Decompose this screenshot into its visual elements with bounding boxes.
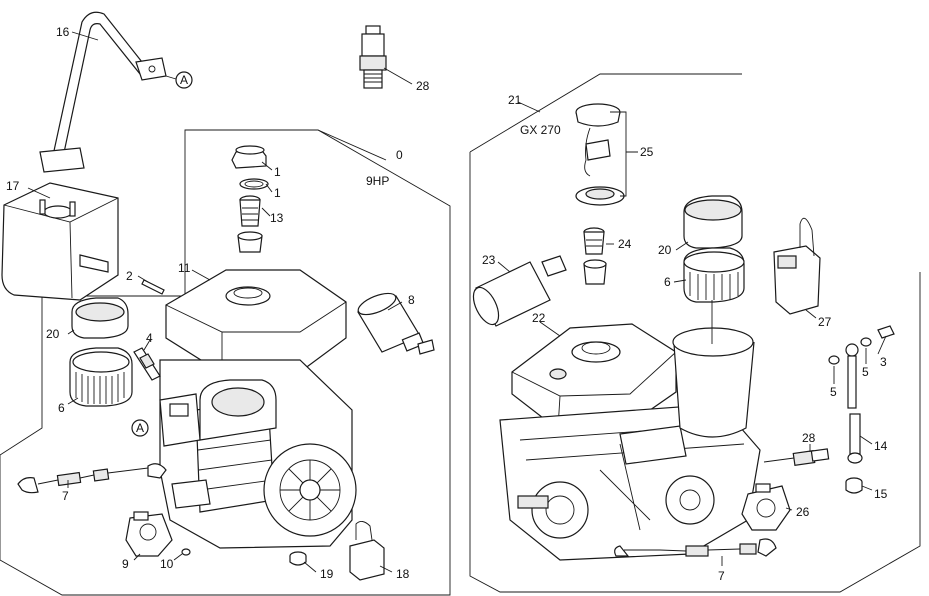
callout-7-left: 7 (62, 489, 69, 503)
callout-20-left: 20 (46, 327, 60, 341)
callouts-right: 21 GX 270 25 23 24 20 6 22 27 3 5 5 28 1… (482, 93, 888, 583)
callout-3: 3 (880, 355, 887, 369)
left-panel-frame (0, 129, 451, 596)
svg-text:A: A (136, 421, 144, 435)
callout-1-b: 1 (274, 186, 281, 200)
callout-24: 24 (618, 237, 632, 251)
callout-28-right: 28 (802, 431, 816, 445)
engine-9hp-part (159, 269, 357, 549)
callout-19: 19 (320, 567, 334, 581)
callout-15: 15 (874, 487, 888, 501)
callout-8: 8 (408, 293, 415, 307)
paper-filter-part-right (683, 247, 745, 303)
hardware-parts-right (828, 325, 895, 494)
callout-6-left: 6 (58, 401, 65, 415)
callout-1-a: 1 (274, 165, 281, 179)
fuel-filter-part-23 (472, 255, 567, 327)
spark-plug-part-right (763, 448, 830, 467)
paper-filter-part-left (69, 347, 133, 407)
panel-right-model: GX 270 (520, 123, 561, 137)
callout-22: 22 (532, 311, 546, 325)
fuel-cap-part-right (575, 103, 625, 206)
callout-16: 16 (56, 25, 70, 39)
callout-14: 14 (874, 439, 888, 453)
foam-filter-part-left (71, 297, 129, 339)
fuel-strainer-part (237, 195, 263, 253)
ref-marker-a-engine: A (131, 419, 149, 437)
foam-filter-part-right (683, 195, 743, 249)
o-ring-part (181, 548, 191, 556)
callout-20-right: 20 (658, 243, 672, 257)
callout-28-left: 28 (416, 79, 430, 93)
svg-text:A: A (180, 73, 188, 87)
callout-13: 13 (270, 211, 284, 225)
callout-5-a: 5 (862, 365, 869, 379)
spark-plug-part-left (133, 347, 161, 381)
callout-11: 11 (178, 261, 191, 275)
callout-5-b: 5 (830, 385, 837, 399)
bushing-part (289, 551, 307, 566)
callout-26: 26 (796, 505, 810, 519)
ref-marker-a-top: A (175, 71, 193, 89)
callout-18: 18 (396, 567, 410, 581)
fuel-hose-part-left (17, 463, 167, 494)
exhaust-pipe-part (39, 11, 167, 173)
panel-left-model: 9HP (366, 174, 389, 188)
callout-2: 2 (126, 269, 133, 283)
callout-23: 23 (482, 253, 496, 267)
leader-lines (27, 31, 887, 573)
engine-gx270-part (499, 323, 761, 561)
fuel-cap-part (231, 145, 269, 190)
callout-17: 17 (6, 179, 20, 193)
callout-4: 4 (146, 331, 153, 345)
callout-27: 27 (818, 315, 832, 329)
callout-7-right: 7 (718, 569, 725, 583)
panel-right-number: 21 (508, 93, 522, 107)
air-cleaner-housing-part (672, 327, 755, 438)
carburetor-part-right (741, 483, 791, 531)
ignition-coil-part-left (349, 521, 385, 581)
callout-9: 9 (122, 557, 129, 571)
spark-plug-part-top (359, 25, 387, 89)
panel-left-number: 0 (396, 148, 403, 162)
pin-part (141, 279, 165, 295)
fuel-filter-part-8 (357, 292, 435, 355)
carburetor-part-left (125, 511, 173, 557)
fuel-tank-part (1, 182, 119, 301)
ignition-module-part-right (773, 217, 821, 315)
callout-25: 25 (640, 145, 654, 159)
right-panel-frame (469, 73, 921, 593)
callout-6-right: 6 (664, 275, 671, 289)
callout-10: 10 (160, 557, 174, 571)
fuel-strainer-part-right (583, 227, 607, 285)
fuel-hose-part-right (614, 538, 777, 557)
callouts-left: 16 28 17 1 1 13 2 11 8 20 4 6 7 9 10 19 … (6, 25, 430, 581)
